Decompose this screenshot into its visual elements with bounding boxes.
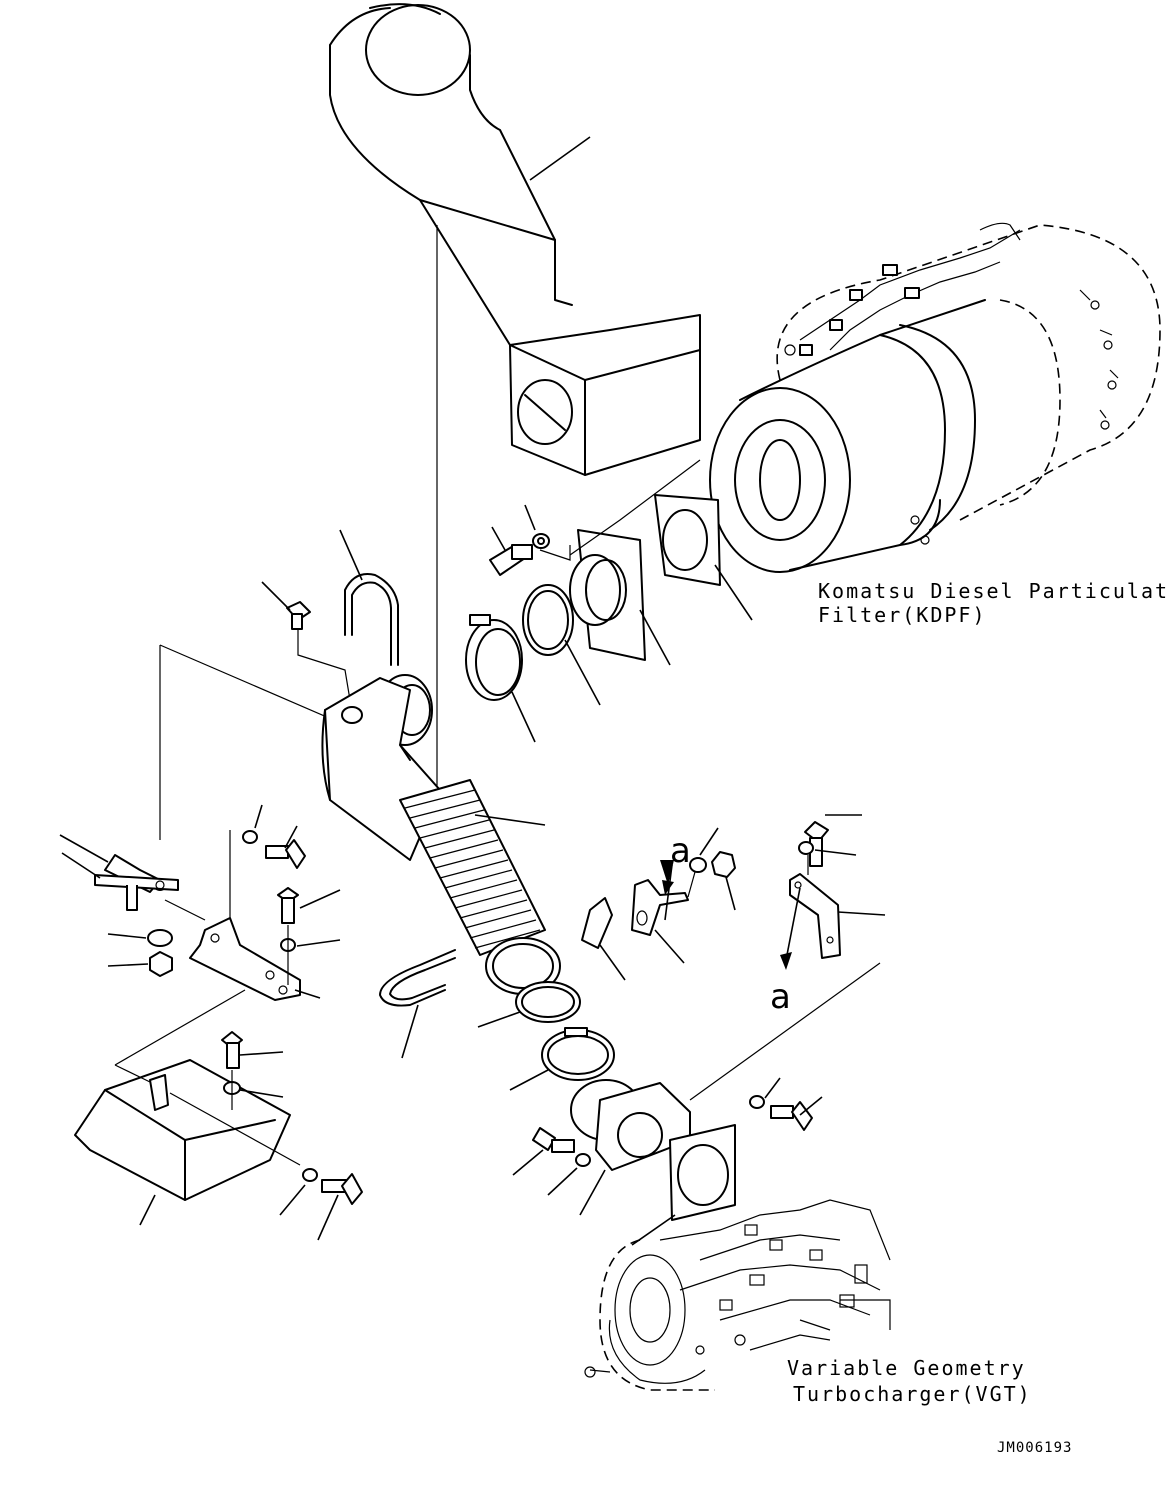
kdpf-label-line2: Filter(KDPF) xyxy=(818,603,987,627)
heat-shield-cover xyxy=(74,1059,291,1201)
vgt-gasket xyxy=(669,1124,736,1221)
flexible-exhaust-pipe xyxy=(321,674,561,995)
kdpf-label-line1: Komatsu Diesel Particulate xyxy=(818,579,1168,603)
bolt-upper-flange xyxy=(489,533,550,576)
bolt-upper-left xyxy=(286,601,311,630)
vgt-label-line2: Turbocharger(VGT) xyxy=(793,1382,1032,1406)
exhaust-stack-pipe xyxy=(329,3,701,476)
bolt-vgt-left xyxy=(532,1127,591,1167)
reference-arrow-top xyxy=(660,860,674,921)
drawing-code: JM006193 xyxy=(997,1440,1072,1456)
bracket-angle-left xyxy=(94,874,179,911)
nut-stay xyxy=(711,851,736,878)
v-band-clamp-upper xyxy=(465,614,523,701)
u-bolt-lower xyxy=(379,949,456,1007)
stay-plate xyxy=(631,879,689,936)
leader-stack xyxy=(529,136,591,181)
washer-left xyxy=(147,929,173,947)
bolt-cover-lower xyxy=(321,1173,363,1205)
washer-stay xyxy=(689,857,707,873)
reference-arrow-bottom xyxy=(780,887,801,970)
washer-cover-lower xyxy=(302,1168,318,1182)
clip-bracket xyxy=(581,897,613,949)
kdpf-filter xyxy=(709,222,1161,573)
reference-label-bottom: a xyxy=(770,977,791,1017)
bolt-vgt-right xyxy=(749,1095,813,1131)
vgt-turbocharger xyxy=(584,1199,891,1391)
reference-label-top: a xyxy=(670,831,691,871)
washer-right-bracket xyxy=(798,841,814,855)
bolt-mid xyxy=(265,839,306,869)
gasket-ring-lower xyxy=(515,981,581,1023)
l-bracket-right xyxy=(789,873,841,959)
washer-mid xyxy=(242,830,258,844)
v-band-clamp-lower xyxy=(541,1027,615,1081)
nut-left xyxy=(149,951,173,977)
gasket-ring xyxy=(522,584,574,656)
u-bolt-upper xyxy=(344,573,399,666)
kdpf-flange-plate xyxy=(569,529,646,661)
bracket-mount xyxy=(189,917,301,1001)
kdpf-flange-gasket xyxy=(654,494,721,586)
bolt-cover-vertical xyxy=(221,1031,243,1069)
bolt-vertical-mid xyxy=(277,887,299,924)
vgt-label-line1: Variable Geometry xyxy=(787,1356,1026,1380)
